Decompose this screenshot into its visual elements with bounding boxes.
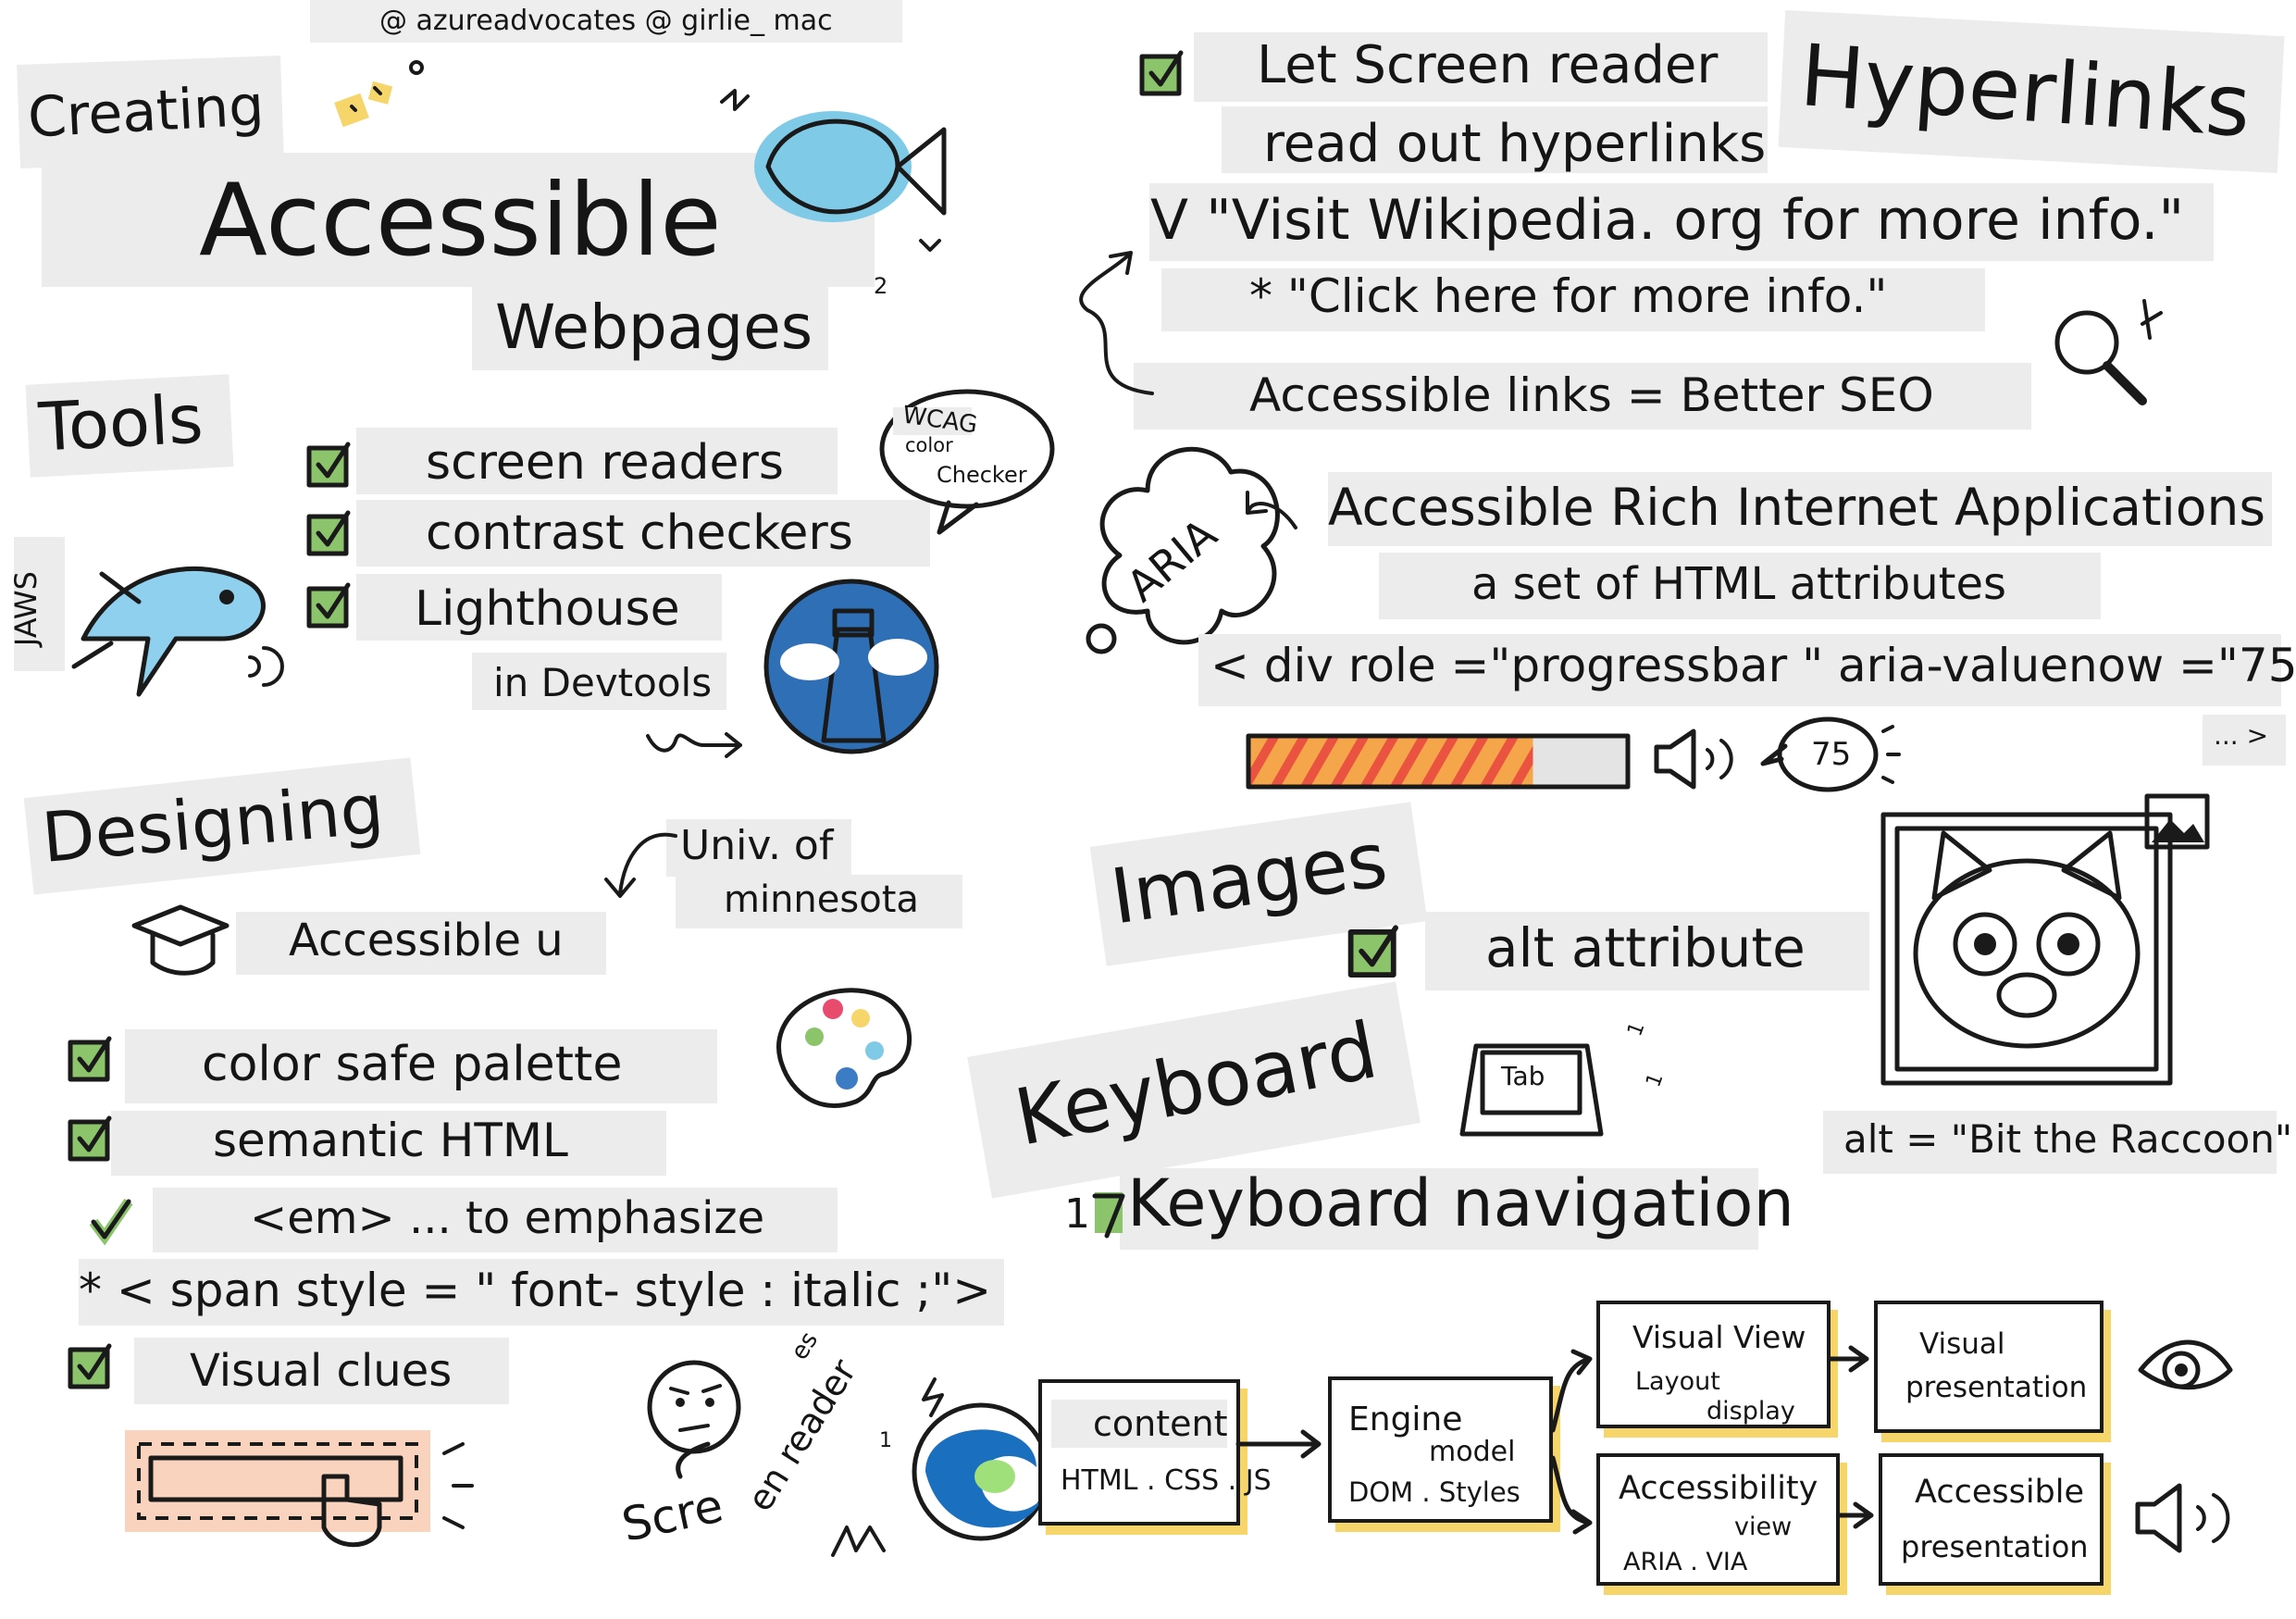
hyperlink-arrow-icon — [1079, 251, 1154, 395]
better-seo: Accessible links = Better SEO — [1249, 368, 1934, 422]
focus-input-cursor-icon — [125, 1430, 474, 1548]
flow-content-title: content — [1093, 1403, 1228, 1444]
fish-doodle-icon — [720, 89, 947, 252]
graduation-cap-icon — [131, 904, 230, 976]
read-out-hyperlinks: read out hyperlinks — [1263, 114, 1767, 174]
flow-visual-view-box: Visual View Layout display — [1596, 1301, 1831, 1428]
flow-accessibility-view-sub: ARIA . VIA — [1623, 1548, 1748, 1576]
flow-content-box: content HTML . CSS . JS — [1038, 1379, 1272, 1526]
edge-browser-logo-icon — [912, 1377, 1050, 1541]
wcag-speech-bubble — [879, 389, 1055, 535]
check-semantic-html-icon — [68, 1115, 112, 1162]
eye-icon — [2138, 1339, 2233, 1390]
flow-visual-presentation-l1: Visual — [1919, 1327, 2005, 1361]
flow-accessible-presentation-box: Accessible presentation — [1879, 1453, 2104, 1586]
let-screen-reader: Let Screen reader — [1257, 35, 1719, 95]
flow-engine-box: Engine model DOM . Styles — [1328, 1376, 1553, 1523]
tab-key-label: Tab — [1501, 1061, 1545, 1091]
title-webpages: Webpages — [495, 292, 813, 363]
title-accessible: Accessible — [199, 163, 722, 279]
tool-in-devtools: in Devtools — [493, 660, 713, 705]
check-lighthouse-icon — [306, 582, 351, 629]
shark-jaws-icon — [71, 567, 284, 697]
flow-accessibility-view-title: Accessibility — [1619, 1470, 1818, 1507]
semantic-html: semantic HTML — [213, 1114, 568, 1167]
span-italic-code: * < span style = " font- style : italic … — [79, 1264, 992, 1317]
tool-contrast-checkers: contrast checkers — [426, 505, 853, 561]
check-color-safe-palette-icon — [68, 1036, 112, 1082]
flow-accessibility-view-box: Accessibility view ARIA . VIA — [1596, 1453, 1840, 1586]
alt-raccoon-example: alt = "Bit the Raccoon" — [1843, 1116, 2293, 1162]
flow-accessible-presentation-l1: Accessible — [1915, 1474, 2085, 1511]
sparkle-doodle-icon — [334, 60, 424, 128]
flow-accessible-presentation-l2: presentation — [1901, 1529, 2089, 1564]
credit: @ azureadvocates @ girlie_ mac — [379, 5, 833, 37]
check-screen-readers-icon — [306, 442, 351, 488]
flow-visual-view-title: Visual View — [1632, 1319, 1806, 1355]
aria-code-end: ... > — [2214, 720, 2269, 751]
paint-palette-icon — [776, 988, 912, 1108]
keyboard-navigation: Keyboard navigation — [1127, 1165, 1794, 1241]
flow-engine-sub: DOM . Styles — [1348, 1476, 1520, 1508]
check-screen-reader-links-icon — [1139, 50, 1184, 96]
aria-full-name: Accessible Rich Internet Applications — [1328, 478, 2265, 537]
speech-bubble-value: 75 — [1811, 736, 1852, 773]
flow-visual-presentation-l2: presentation — [1905, 1371, 2088, 1404]
lighthouse-logo-icon — [763, 579, 939, 754]
em-emphasize: <em> ... to emphasize — [250, 1192, 765, 1244]
speaker-icon — [1654, 729, 1733, 790]
aria-cloud-shape — [1086, 446, 1297, 654]
color-safe-palette: color safe palette — [202, 1037, 623, 1092]
tab-key-icon — [1459, 1043, 1604, 1137]
keyboard-nav-check-icon — [1092, 1192, 1125, 1239]
minnesota-label: minnesota — [724, 878, 919, 921]
univ-arrow-icon — [604, 832, 677, 898]
flow-visual-presentation-box: Visual presentation — [1874, 1301, 2104, 1433]
wcag-color-label: color — [905, 434, 953, 456]
check-alt-attribute-icon — [1347, 925, 1398, 978]
keyboard-nav-number: 1 — [1064, 1190, 1090, 1238]
aria-progressbar-code: < div role ="progressbar " aria-valuenow… — [1210, 639, 2296, 692]
speech-bubble-75 — [1760, 716, 1901, 792]
flow-visual-view-display: display — [1706, 1397, 1795, 1426]
raccoon-image-frame — [1880, 793, 2210, 1086]
doodle-number-2: 2 — [874, 273, 888, 299]
magnifier-icon — [2054, 299, 2163, 405]
visual-clues: Visual clues — [190, 1345, 453, 1397]
tool-lighthouse: Lighthouse — [415, 581, 680, 637]
check-em-icon — [89, 1198, 133, 1246]
progress-bar — [1246, 733, 1631, 790]
check-contrast-checkers-icon — [306, 510, 351, 556]
flow-content-sub: HTML . CSS . JS — [1061, 1464, 1272, 1497]
flow-visual-view-layout: Layout — [1635, 1367, 1720, 1396]
flow-engine-title: Engine — [1348, 1401, 1463, 1438]
flow-engine-model: model — [1429, 1436, 1516, 1468]
flow-edge-number: 1 — [879, 1429, 892, 1452]
squiggle-doodle-icon — [831, 1526, 886, 1557]
aria-description: a set of HTML attributes — [1471, 558, 2007, 610]
accessible-u-label: Accessible u — [289, 915, 564, 966]
alt-attribute: alt attribute — [1485, 916, 1806, 979]
thinking-face-icon — [647, 1360, 741, 1479]
wcag-checker-label: Checker — [937, 462, 1027, 488]
univ-of-label: Univ. of — [680, 822, 834, 869]
tool-screen-readers: screen readers — [426, 435, 784, 491]
bad-link-example: * "Click here for more info." — [1249, 269, 1888, 323]
good-link-example: V "Visit Wikipedia. org for more info." — [1150, 188, 2185, 253]
speaker-output-icon — [2135, 1483, 2230, 1553]
flow-accessibility-view-view: view — [1734, 1513, 1793, 1541]
check-visual-clues-icon — [68, 1343, 112, 1389]
devtools-arrow-icon — [646, 732, 742, 758]
